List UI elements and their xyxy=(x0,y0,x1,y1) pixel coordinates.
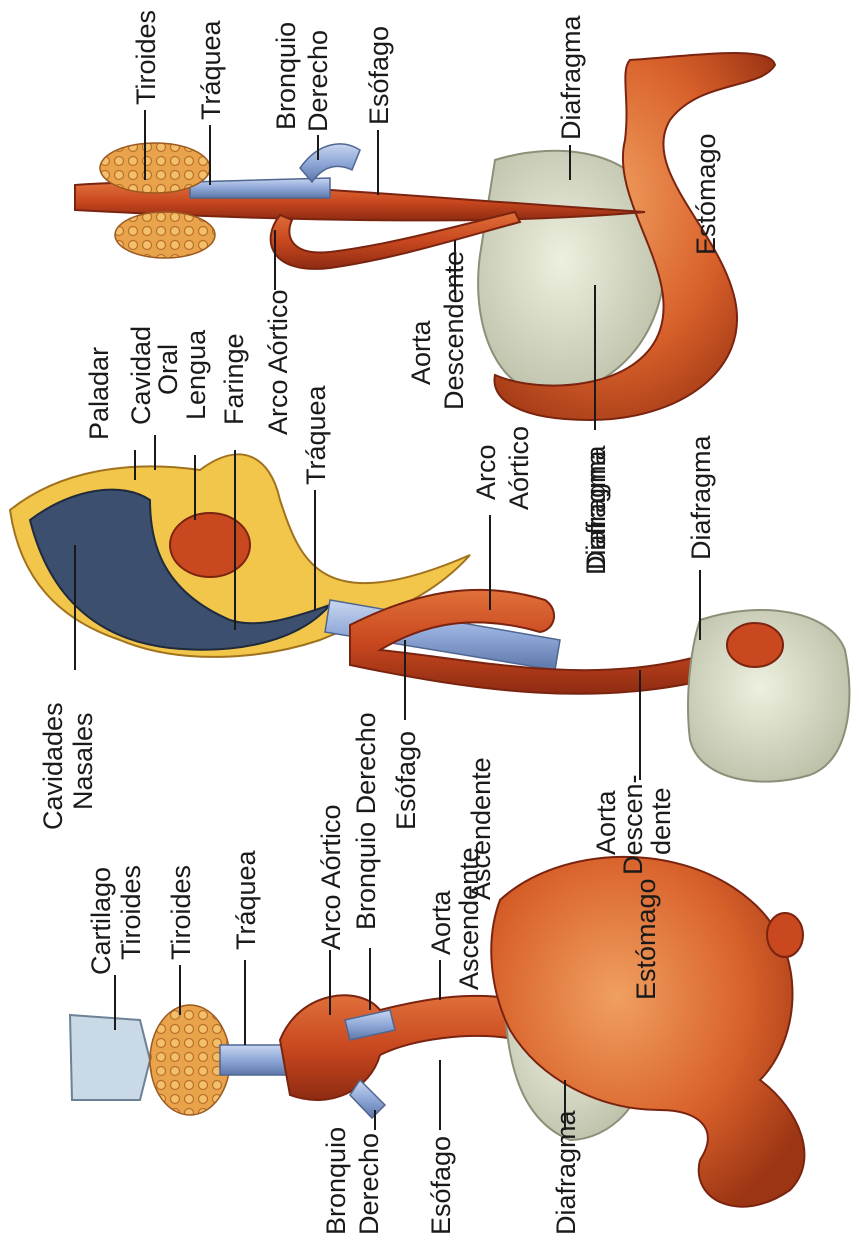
label-left-esofago: Esófago xyxy=(426,1136,456,1235)
label-mid-oral: Oral xyxy=(153,344,183,395)
right-thyroid-lobe-lower xyxy=(115,212,215,258)
label-left-cartilago: Cartilago xyxy=(86,867,116,975)
label-right-estomago: Estómago xyxy=(691,133,721,255)
right-bronchus-shape xyxy=(300,144,360,182)
middle-view-organs xyxy=(10,454,849,781)
label-right-arco-aortico: Arco Aórtico xyxy=(263,289,293,435)
middle-tongue xyxy=(170,513,250,577)
label-mid-aorta: Aorta xyxy=(591,789,621,855)
label-mid-diafragma-1: Diafragma xyxy=(581,444,611,570)
label-mid-diafragma-2: Diafragma xyxy=(686,434,716,560)
label-left-bronquio: Bronquio xyxy=(321,1127,351,1235)
label-left-tiroides: Tiroides xyxy=(166,865,196,960)
label-left-arco-aortico: Arco Aórtico xyxy=(316,804,346,950)
left-thyroid-shape xyxy=(150,1005,230,1115)
label-mid-traquea: Tráquea xyxy=(301,384,331,485)
label-right-esofago: Esófago xyxy=(364,26,394,125)
label-mid-aortico: Aórtico xyxy=(504,426,534,510)
label-right-aorta: Aorta xyxy=(406,319,436,385)
label-left-estomago: Estómago xyxy=(631,878,661,1000)
label-mid-dente: dente xyxy=(646,787,676,855)
label-mid-lengua: Lengua xyxy=(181,329,211,420)
label-left-cartilago-tiroides: Tiroides xyxy=(116,865,146,960)
left-aorta-shape xyxy=(280,995,520,1100)
label-left-ascendente: Ascendente xyxy=(454,847,484,990)
label-left-aorta: Aorta xyxy=(426,889,456,955)
label-left-traquea: Tráquea xyxy=(231,849,261,950)
label-mid-descen: Descen- xyxy=(618,774,648,875)
label-left-derecho: Derecho xyxy=(354,1133,384,1235)
left-cartilage-shape xyxy=(70,1015,150,1100)
label-right-diafragma-top: Diafragma xyxy=(556,14,586,140)
label-mid-cavidad: Cavidad xyxy=(126,326,156,425)
label-mid-bronquio-derecho: Bronquio Derecho xyxy=(351,712,381,930)
label-mid-faringe: Faringe xyxy=(219,333,249,425)
label-right-bronquio: Bronquio xyxy=(271,22,301,130)
label-right-tiroides: Tiroides xyxy=(131,10,161,105)
label-mid-nasales: Nasales xyxy=(68,712,98,810)
middle-aorta-end xyxy=(727,623,783,667)
label-mid-cavidades: Cavidades xyxy=(38,702,68,830)
label-right-derecho: Derecho xyxy=(303,30,333,132)
label-right-traquea: Tráquea xyxy=(196,19,226,120)
left-aorta-stub xyxy=(767,913,803,957)
label-left-diafragma: Diafragma xyxy=(551,1109,581,1235)
label-right-descendente: Descendente xyxy=(439,251,469,410)
label-mid-arco: Arco xyxy=(471,444,501,500)
label-mid-esofago: Esófago xyxy=(391,731,421,830)
label-mid-paladar: Paladar xyxy=(84,347,114,440)
right-thyroid-lobe-upper xyxy=(100,143,210,193)
